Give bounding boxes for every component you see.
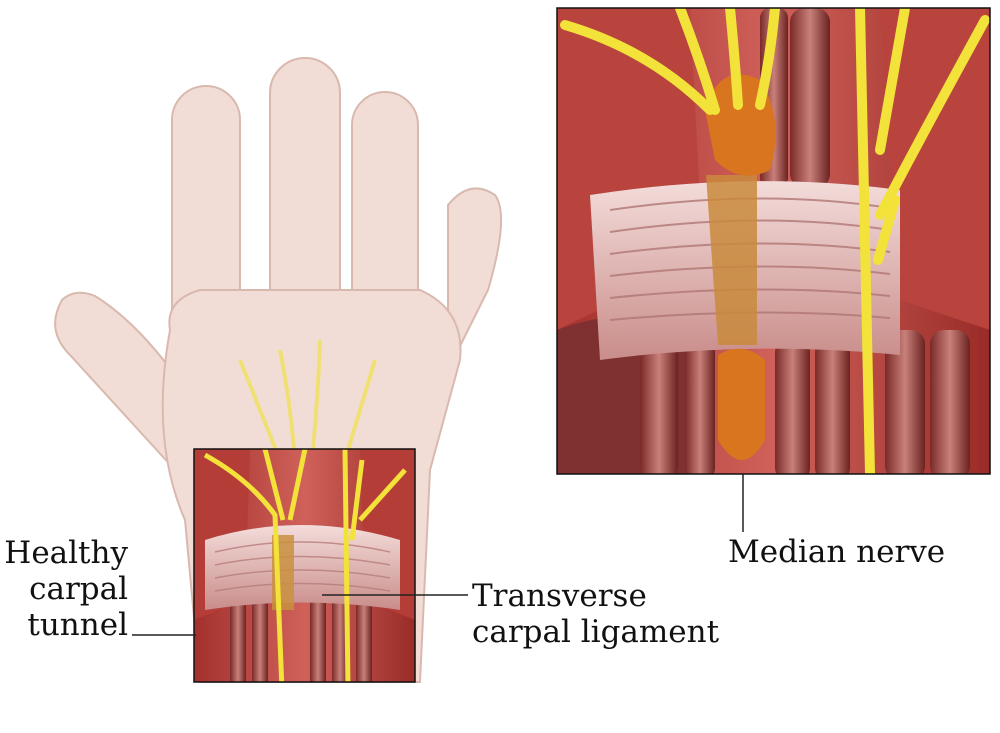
label-healthy-carpal-tunnel: Healthy carpal tunnel xyxy=(0,535,128,643)
ligament-cut-zoomed xyxy=(706,175,757,345)
ligament-small xyxy=(205,525,400,610)
median-nerve-cross-section xyxy=(718,348,765,460)
index-finger xyxy=(447,187,503,371)
nerves-small xyxy=(203,449,407,682)
label-line: carpal xyxy=(29,571,128,607)
label-line: tunnel xyxy=(27,607,128,643)
label-line: Healthy xyxy=(4,535,128,571)
leader-lines xyxy=(132,474,744,636)
label-line: Transverse xyxy=(472,578,647,614)
small-inset-frame xyxy=(193,448,416,683)
small-inset-anatomy xyxy=(194,449,415,682)
zoomed-inset-anatomy xyxy=(557,8,990,474)
label-transverse-carpal-ligament: Transverse carpal ligament xyxy=(472,578,719,650)
nerves-zoomed xyxy=(560,8,990,474)
zoomed-inset-frame xyxy=(556,7,991,475)
tendons-zoomed xyxy=(640,8,970,474)
label-median-nerve: Median nerve xyxy=(728,534,946,570)
label-line: carpal ligament xyxy=(472,614,720,650)
